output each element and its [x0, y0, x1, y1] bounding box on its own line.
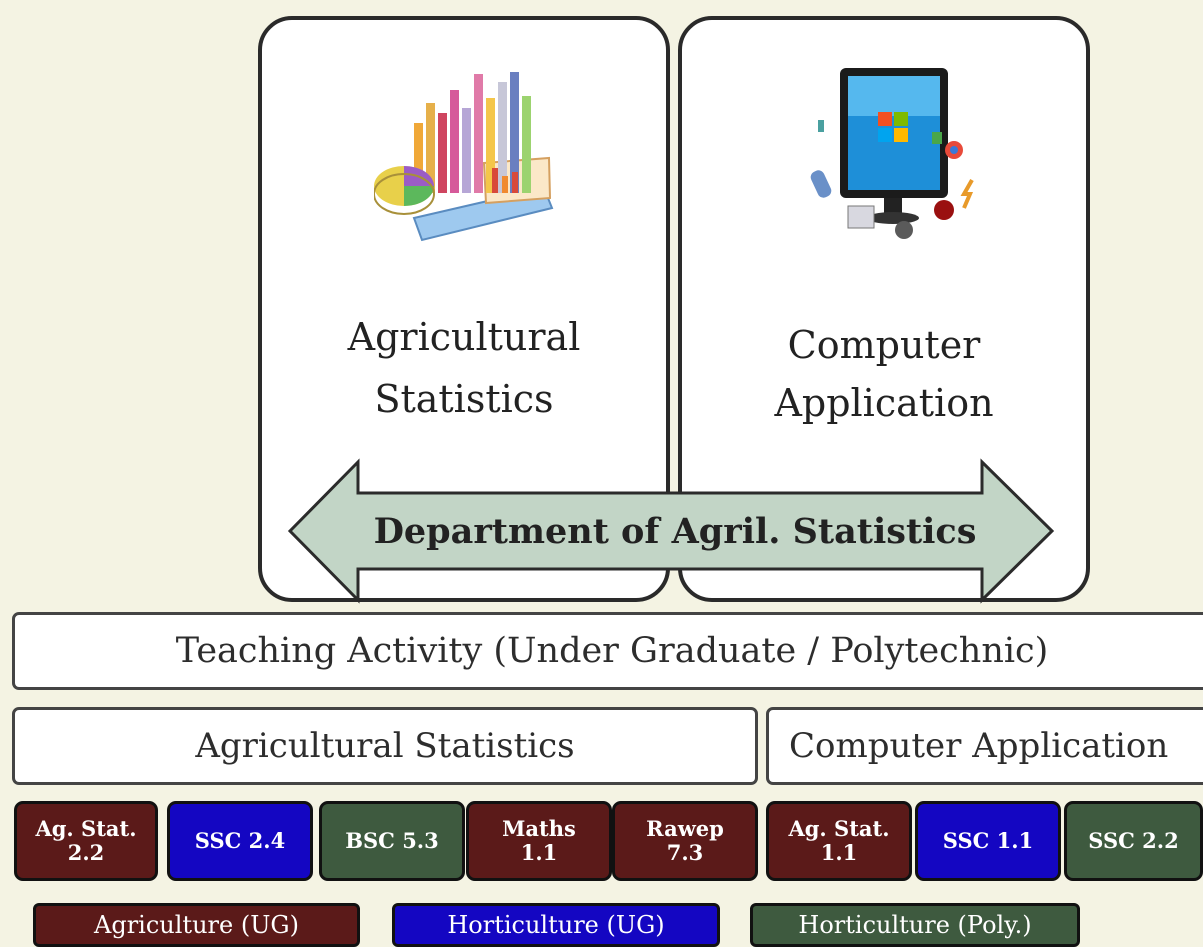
statistics-charts-icon [374, 72, 554, 242]
course-chip-bsc-5-3: BSC 5.3 [319, 801, 465, 881]
course-chip-ag-stat-1-1: Ag. Stat. 1.1 [766, 801, 912, 881]
teaching-activity-bar: Teaching Activity (Under Graduate / Poly… [12, 612, 1203, 690]
agricultural-statistics-section: Agricultural Statistics [12, 707, 758, 785]
course-chip-ag-stat-2-2: Ag. Stat. 2.2 [14, 801, 158, 881]
legend-horticulture-poly: Horticulture (Poly.) [750, 903, 1080, 947]
course-chip-ssc-2-2: SSC 2.2 [1064, 801, 1203, 881]
legend-horticulture-ug: Horticulture (UG) [392, 903, 720, 947]
computer-monitor-icon [810, 68, 974, 239]
computer-application-section: Computer Application [766, 707, 1203, 785]
computer-application-title: Computer Application [774, 323, 994, 425]
course-chip-rawep-7-3: Rawep 7.3 [612, 801, 758, 881]
course-chip-ssc-1-1: SSC 1.1 [915, 801, 1061, 881]
course-chip-ssc-2-4: SSC 2.4 [167, 801, 313, 881]
department-label: Department of Agril. Statistics [373, 510, 977, 552]
agricultural-statistics-title: Agricultural Statistics [347, 315, 581, 421]
course-chip-maths-1-1: Maths 1.1 [466, 801, 612, 881]
legend-agriculture-ug: Agriculture (UG) [33, 903, 360, 947]
